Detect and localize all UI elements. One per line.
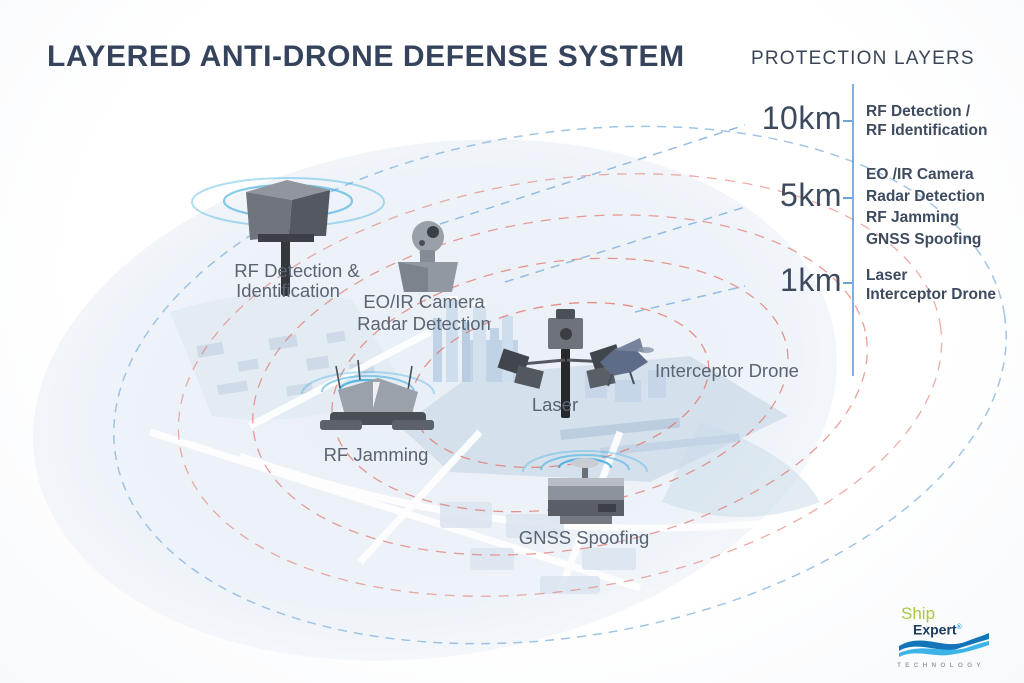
rf-jamming-device bbox=[320, 359, 434, 430]
legend-item: RF Identification bbox=[866, 121, 988, 139]
legend-item: RF Detection / bbox=[866, 103, 971, 120]
logo-technology-text: TECHNOLOGY bbox=[897, 662, 985, 669]
rf-detection-label-line2: Identification bbox=[236, 280, 340, 301]
south-blocks bbox=[440, 502, 636, 594]
connector-10km bbox=[439, 124, 746, 225]
gnss-spoofing-label: GNSS Spoofing bbox=[519, 527, 650, 548]
range-ring-10km bbox=[113, 125, 1007, 645]
legend-items-5km: EO /IR Camera Radar Detection RF Jamming… bbox=[866, 164, 1024, 250]
eo-ir-camera-label-line2: Radar Detection bbox=[357, 313, 491, 334]
range-ring-4 bbox=[177, 173, 943, 597]
connector-5km bbox=[504, 206, 746, 283]
legend-item: EO /IR Camera bbox=[866, 166, 974, 183]
interceptor-drone-device bbox=[600, 338, 654, 387]
legend-item: GNSS Spoofing bbox=[866, 230, 982, 248]
legend-axis-line bbox=[852, 84, 854, 376]
legend-range-10km: 10km bbox=[761, 100, 842, 136]
shipexpert-logo: Ship Expert® TECHNOLOGY bbox=[893, 604, 999, 672]
laser-label: Laser bbox=[532, 394, 578, 415]
legend-tick-1km bbox=[843, 282, 852, 284]
rf-jamming-label: RF Jamming bbox=[324, 444, 429, 465]
legend-tick-10km bbox=[843, 120, 852, 122]
ground-area bbox=[32, 139, 838, 661]
device-labels: RF Detection & Identification EO/IR Came… bbox=[234, 260, 799, 548]
rf-detection-label-line1: RF Detection & bbox=[234, 260, 360, 281]
legend-heading: PROTECTION LAYERS bbox=[751, 48, 975, 69]
rf-detection-device bbox=[246, 180, 330, 296]
legend-items-10km: RF Detection / RF Identification bbox=[866, 103, 1024, 140]
interceptor-drone-label: Interceptor Drone bbox=[655, 360, 799, 381]
legend-item: RF Jamming bbox=[866, 209, 960, 226]
legend-connectors bbox=[439, 124, 746, 313]
connector-1km bbox=[634, 285, 746, 313]
legend-range-5km: 5km bbox=[780, 177, 842, 213]
eo-ir-camera-label-line1: EO/IR Camera bbox=[363, 291, 485, 312]
legend-range-1km: 1km bbox=[780, 262, 842, 298]
gnss-spoofing-device bbox=[548, 458, 624, 524]
logo-expert-text: Expert® bbox=[913, 621, 962, 638]
legend-item: Laser bbox=[866, 267, 908, 284]
registered-mark-icon: ® bbox=[956, 624, 962, 631]
eo-ir-camera-device bbox=[398, 221, 458, 292]
logo-wave-icon bbox=[899, 633, 989, 657]
legend-tick-5km bbox=[843, 197, 852, 199]
page-title: LAYERED ANTI-DRONE DEFENSE SYSTEM bbox=[47, 40, 685, 73]
logo-ship-text: Ship bbox=[901, 604, 936, 623]
range-ring-5km bbox=[252, 214, 868, 556]
legend-item: Interceptor Drone bbox=[866, 285, 997, 303]
legend-item: Radar Detection bbox=[866, 187, 985, 205]
legend-items-1km: Laser Interceptor Drone bbox=[866, 267, 1024, 304]
